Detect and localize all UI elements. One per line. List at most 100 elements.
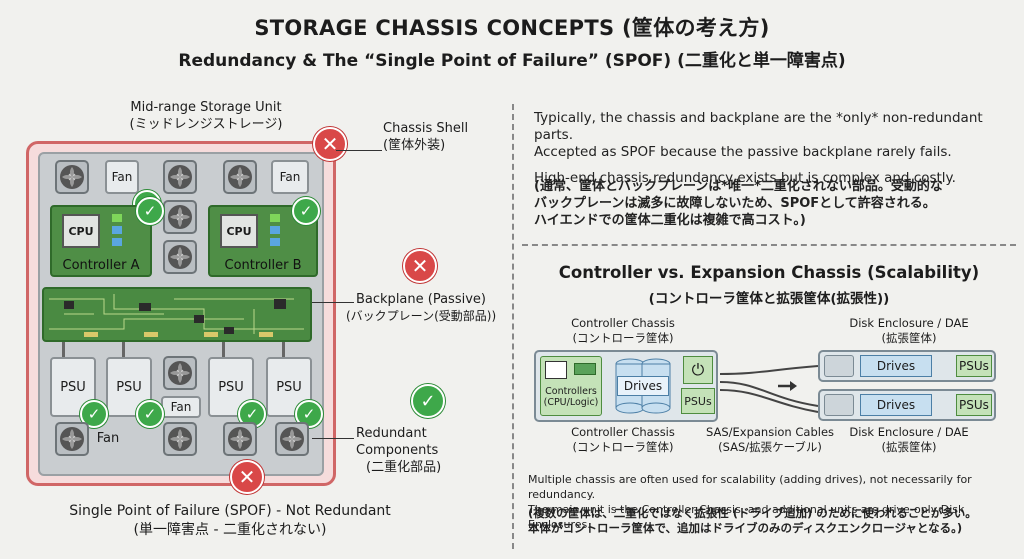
chip-icon <box>574 363 596 375</box>
leader-line <box>312 438 354 439</box>
para2: High-end chassis redundancy exists but i… <box>534 170 956 186</box>
fan-icon <box>275 422 309 456</box>
led-indicator <box>270 238 280 246</box>
chassis-shell-callout: Chassis Shell (筐体外装) <box>383 120 493 154</box>
backplane-jp: (バックプレーン(受動部品)) <box>346 309 497 323</box>
connector <box>122 342 125 360</box>
drive-slot <box>824 394 854 416</box>
jp-line2: バックプレーンは滅多に故障しないため、SPOFとして許容される。 <box>534 196 936 211</box>
fan-icon <box>223 160 257 194</box>
jp-line1: (通常、筐体とバックプレーンは*唯一*二重化されない部品。受動的な <box>534 179 943 194</box>
check-icon: ✓ <box>411 384 445 418</box>
cpu-chip: CPU <box>220 214 258 248</box>
spof-en: Single Point of Failure (SPOF) - Not Red… <box>69 503 391 519</box>
disk-enclosure-jp: (拡張筐体) <box>881 440 937 454</box>
scalability-heading-jp: (コントローラ筐体と拡張筐体(拡張性)) <box>648 291 890 307</box>
spof-explanation: Typically, the chassis and backplane are… <box>534 110 1014 187</box>
drives-label: Drives <box>860 394 932 416</box>
drives-label: Drives <box>860 355 932 377</box>
led-indicator <box>112 238 122 246</box>
fan-icon <box>163 200 197 234</box>
psu-module: PSU <box>266 357 312 417</box>
scalability-note: Multiple chassis are often used for scal… <box>528 472 1018 532</box>
cables-en: SAS/Expansion Cables <box>705 425 835 439</box>
para1-line1: Typically, the chassis and backplane are… <box>534 110 983 143</box>
fan-module: Fan <box>105 160 139 194</box>
fan-icon <box>223 422 257 456</box>
led-indicator <box>112 226 122 234</box>
fan-icon <box>163 160 197 194</box>
foot-en-2: The main unit is the Controller Chassis,… <box>528 503 965 531</box>
check-icon: ✓ <box>295 400 323 428</box>
fan-label: Fan <box>96 430 120 446</box>
spof-jp: (単一障害点 - 二重化されない) <box>133 522 327 538</box>
chassis-shell-jp: (筐体外装) <box>383 138 446 153</box>
cpu-chip: CPU <box>62 214 100 248</box>
x-icon: ✕ <box>313 127 347 161</box>
redundant-callout: Redundant Components (二重化部品) <box>356 425 506 476</box>
redundant-en: Redundant Components <box>356 426 439 458</box>
controllers-label: Controllers (CPU/Logic) <box>543 386 599 408</box>
disk-enclosure-en: Disk Enclosure / DAE <box>849 425 969 439</box>
connector <box>282 342 285 360</box>
sas-cables <box>719 365 819 413</box>
led-indicator <box>112 214 122 222</box>
fan-module: Fan <box>271 160 309 194</box>
fan-icon <box>163 240 197 274</box>
check-icon: ✓ <box>80 400 108 428</box>
check-icon: ✓ <box>292 197 320 225</box>
x-icon: ✕ <box>230 460 264 494</box>
cables-label: SAS/Expansion Cables (SAS/拡張ケーブル) <box>700 425 840 455</box>
fan-module: Fan <box>161 396 201 418</box>
foot-jp-2: 本体がコントローラ筐体で、追加はドライブのみのディスクエンクロージャとなる。) <box>528 521 963 535</box>
connector <box>222 342 225 360</box>
disk-enclosure-label-top: Disk Enclosure / DAE (拡張筐体) <box>834 316 984 346</box>
page-subtitle: Redundancy & The “Single Point of Failur… <box>178 51 846 71</box>
fan-icon <box>163 422 197 456</box>
backplane-callout: Backplane (Passive) (バックプレーン(受動部品)) <box>346 291 506 325</box>
chassis-shell-en: Chassis Shell <box>383 121 469 136</box>
psus-label: PSUs <box>681 388 715 414</box>
controller-b-label: Controller B <box>224 258 302 273</box>
leader-line <box>312 302 354 303</box>
disk-enclosure-jp: (拡張筐体) <box>881 331 937 345</box>
scalability-heading: Controller vs. Expansion Chassis (Scalab… <box>558 263 980 282</box>
drives-label: Drives <box>617 376 669 396</box>
check-icon: ✓ <box>136 197 164 225</box>
controller-chassis-en: Controller Chassis <box>571 425 675 439</box>
unit-title-jp: (ミッドレンジストレージ) <box>129 117 283 132</box>
unit-title: Mid-range Storage Unit (ミッドレンジストレージ) <box>96 99 316 133</box>
chip-icon <box>545 361 567 379</box>
horizontal-divider <box>522 244 1016 246</box>
x-icon: ✕ <box>403 249 437 283</box>
controller-chassis-jp: (コントローラ筐体) <box>572 440 674 454</box>
disk-enclosure-label-bottom: Disk Enclosure / DAE (拡張筐体) <box>834 425 984 455</box>
led-indicator <box>270 226 280 234</box>
power-icon: ⏻ <box>683 356 713 384</box>
cables-jp: (SAS/拡張ケーブル) <box>718 440 822 454</box>
controller-chassis-en: Controller Chassis <box>571 316 675 330</box>
fan-icon <box>163 356 197 390</box>
leader-line <box>336 150 382 151</box>
led-indicator <box>270 214 280 222</box>
controller-chassis-jp: (コントローラ筐体) <box>572 331 674 345</box>
redundant-jp: (二重化部品) <box>366 460 442 475</box>
para1-line2: Accepted as SPOF because the passive bac… <box>534 144 952 160</box>
spof-explanation-jp: (通常、筐体とバックプレーンは*唯一*二重化されない部品。受動的な バックプレー… <box>534 178 1014 229</box>
check-icon: ✓ <box>136 400 164 428</box>
jp-line3: ハイエンドでの筐体二重化は複雑で高コスト。) <box>534 213 806 228</box>
page-title: STORAGE CHASSIS CONCEPTS (筐体の考え方) <box>254 16 770 40</box>
psu-module: PSU <box>106 357 152 417</box>
backplane-en: Backplane (Passive) <box>356 292 486 307</box>
connector <box>62 342 65 360</box>
controller-chassis-label-bottom: Controller Chassis (コントローラ筐体) <box>548 425 698 455</box>
psu-module: PSU <box>50 357 96 417</box>
psus-label: PSUs <box>956 355 992 377</box>
foot-en-1: Multiple chassis are often used for scal… <box>528 473 972 501</box>
unit-title-en: Mid-range Storage Unit <box>130 100 282 115</box>
fan-icon <box>55 160 89 194</box>
controller-a-label: Controller A <box>62 258 140 273</box>
fan-icon <box>55 422 89 456</box>
backplane-board <box>42 287 312 342</box>
scalability-note-jp: (複数の筐体は、二重化ではなく拡張性 (ドライブ追加) のために使われることが多… <box>528 506 1018 536</box>
